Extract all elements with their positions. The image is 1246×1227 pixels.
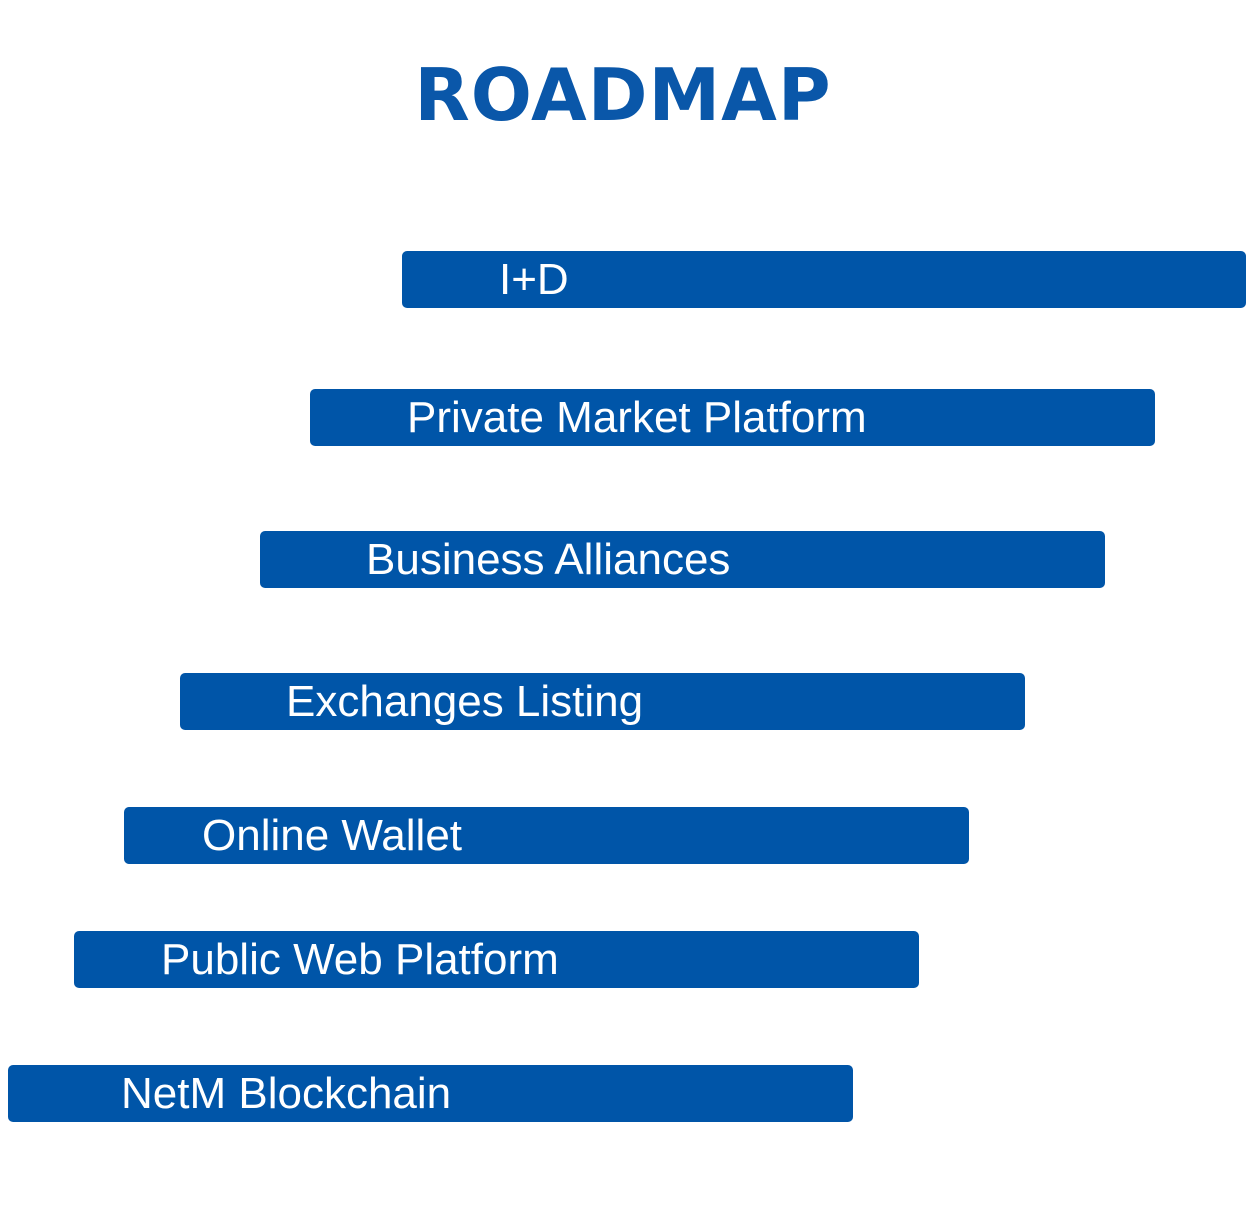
roadmap-step-netm-blockchain: NetM Blockchain [8,1065,853,1122]
roadmap-step-label: Private Market Platform [407,393,867,442]
roadmap-step-business-alliances: Business Alliances [260,531,1105,588]
roadmap-step-id: I+D [402,251,1246,308]
roadmap-step-label: Exchanges Listing [286,677,644,726]
roadmap-step-label: NetM Blockchain [121,1069,452,1118]
roadmap-step-public-web-platform: Public Web Platform [74,931,919,988]
roadmap-step-label: Public Web Platform [161,935,559,984]
roadmap-step-label: Business Alliances [366,535,731,584]
roadmap-step-online-wallet: Online Wallet [124,807,969,864]
roadmap-step-label: I+D [499,255,569,304]
roadmap-step-private-market-platform: Private Market Platform [310,389,1155,446]
roadmap-step-label: Online Wallet [202,811,463,860]
page-title: ROADMAP [414,53,832,137]
roadmap-step-exchanges-listing: Exchanges Listing [180,673,1025,730]
